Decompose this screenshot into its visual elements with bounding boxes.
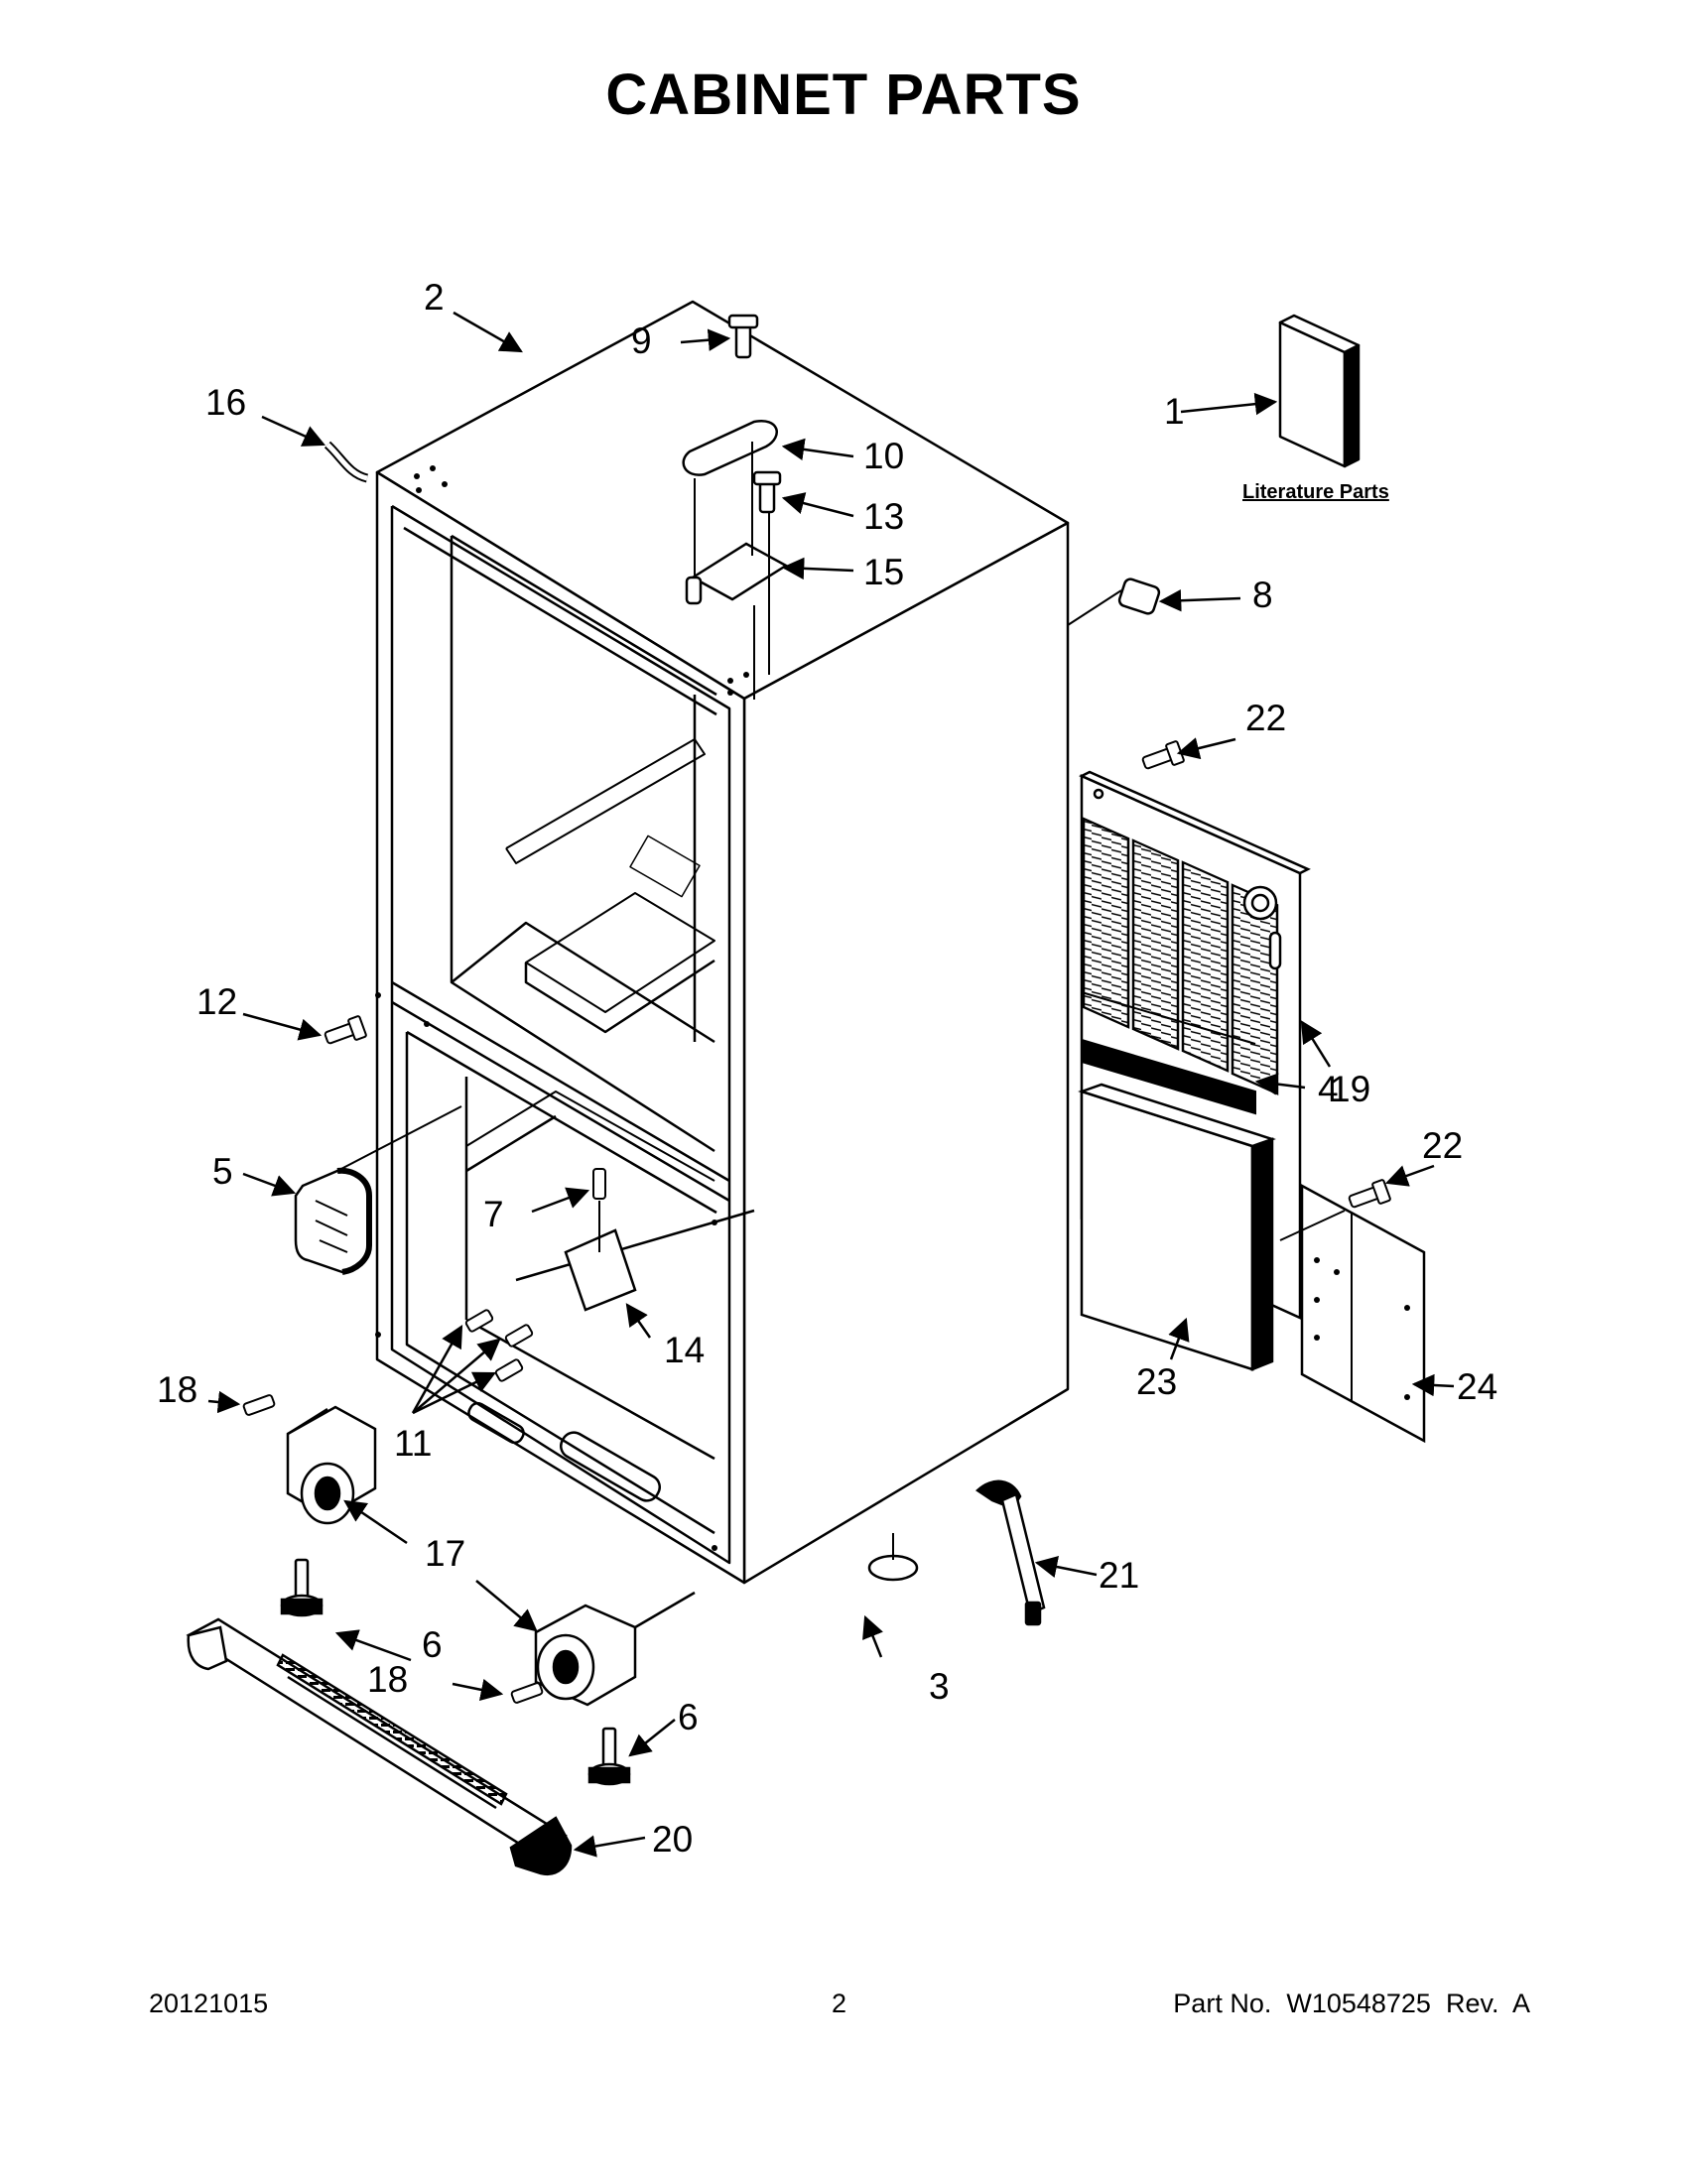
rear-panel	[1279, 1183, 1426, 1444]
callout-14: 14	[664, 1330, 705, 1370]
callout-18a: 18	[157, 1369, 197, 1410]
footer-page-number: 2	[832, 1989, 847, 2018]
callout-8: 8	[1252, 575, 1273, 615]
label-part	[1117, 578, 1161, 615]
callout-9: 9	[631, 321, 652, 361]
callout-16: 16	[205, 382, 246, 423]
callout-5: 5	[212, 1151, 233, 1192]
callout-3: 3	[929, 1666, 950, 1707]
callout-6b: 6	[678, 1697, 699, 1737]
callout-2: 2	[424, 277, 445, 318]
insulation-panel	[1078, 1083, 1276, 1371]
footer-date: 20121015	[149, 1989, 269, 2018]
page-title: CABINET PARTS	[605, 63, 1082, 127]
callout-13: 13	[863, 496, 904, 537]
front-roller-left	[280, 1405, 377, 1617]
callout-22a: 22	[1245, 698, 1286, 738]
callout-20: 20	[652, 1819, 693, 1860]
callout-21: 21	[1099, 1555, 1139, 1596]
footer-part-number: Part No. W10548725 Rev. A	[1173, 1989, 1530, 2018]
callout-10: 10	[863, 436, 904, 476]
callout-1: 1	[1164, 391, 1185, 432]
gasket-strip	[1081, 1038, 1256, 1115]
screws	[242, 740, 1391, 1704]
leader-arrows	[207, 311, 1455, 1858]
toe-grille	[186, 1617, 573, 1876]
callout-15: 15	[863, 552, 904, 592]
front-roller-right	[534, 1591, 696, 1786]
cabinet-body	[375, 300, 1070, 1585]
cabinet-screw-holes	[375, 465, 749, 1551]
callout-19: 19	[1330, 1069, 1370, 1109]
control-label-box	[294, 1105, 462, 1275]
callout-4: 4	[1318, 1069, 1339, 1109]
callout-17: 17	[425, 1533, 465, 1574]
callout-6a: 6	[422, 1624, 443, 1665]
literature-parts-label: Literature Parts	[1242, 481, 1389, 503]
literature-parts-book	[1278, 314, 1361, 468]
callout-12: 12	[196, 981, 237, 1022]
callout-22b: 22	[1422, 1125, 1463, 1166]
leveling-wrench	[974, 1479, 1046, 1626]
callout-labels: 1 2 3 4 5 6 6 7 8 9 10 11 12 13 14 15 16…	[157, 277, 1497, 1860]
callout-18b: 18	[367, 1659, 408, 1700]
callout-23: 23	[1136, 1361, 1177, 1402]
callout-11: 11	[394, 1423, 432, 1464]
callout-24: 24	[1457, 1366, 1497, 1407]
callout-7: 7	[483, 1194, 504, 1234]
